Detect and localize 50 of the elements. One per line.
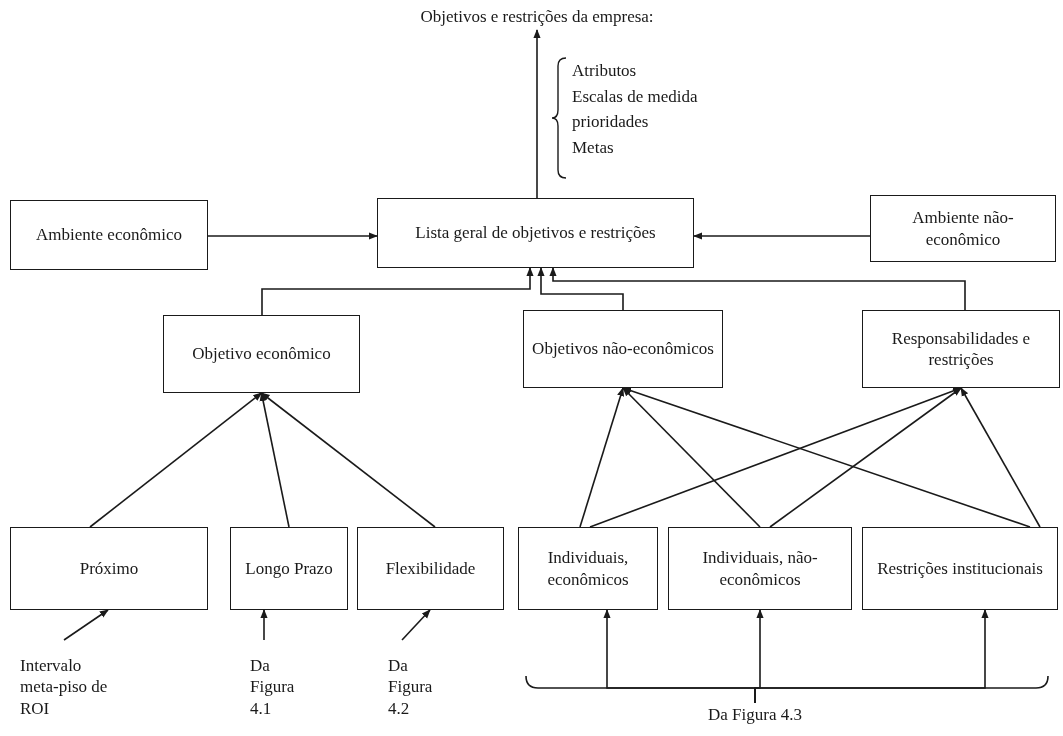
process-box bbox=[10, 527, 208, 610]
node-text: Próximo bbox=[79, 557, 139, 580]
attribute-label: prioridades bbox=[572, 111, 650, 133]
node-text: Responsabilidades e restrições bbox=[890, 327, 1032, 371]
attribute-label: Escalas de medida bbox=[572, 85, 698, 108]
node-text: Intervalo meta-piso de ROI bbox=[20, 655, 109, 719]
arrow bbox=[579, 387, 625, 528]
arrow bbox=[693, 232, 871, 240]
process-box bbox=[377, 198, 694, 268]
node-text: Da Figura 4.1 bbox=[250, 655, 296, 719]
process-box bbox=[523, 310, 723, 388]
node-text: Da Figura 4.2 bbox=[388, 655, 434, 719]
process-box bbox=[862, 310, 1060, 388]
node-text: Flexibilidade bbox=[385, 557, 476, 580]
node-text: Ambiente econômico bbox=[36, 224, 182, 246]
process-box bbox=[10, 200, 208, 270]
node-text: Ambiente não-econômico bbox=[911, 207, 1015, 250]
arrow bbox=[537, 267, 624, 311]
process-box bbox=[668, 527, 852, 610]
arrow bbox=[622, 387, 761, 528]
arrow bbox=[259, 392, 290, 528]
node-text: Individuais, econômicos bbox=[546, 547, 630, 590]
node-text: Da Figura 4.3 bbox=[708, 704, 802, 726]
process-box bbox=[870, 195, 1056, 262]
process-box bbox=[518, 527, 658, 610]
node-text: Objetivos não-econômicos bbox=[532, 338, 714, 360]
node-text: Individuais, não-econômicos bbox=[701, 547, 819, 590]
attribute-label: Atributos bbox=[572, 60, 638, 82]
process-box bbox=[357, 527, 504, 610]
arrow bbox=[533, 29, 541, 199]
process-box bbox=[862, 527, 1058, 610]
arrow bbox=[261, 267, 534, 316]
arrow bbox=[754, 609, 989, 704]
arrow bbox=[260, 609, 268, 641]
process-box bbox=[163, 315, 360, 393]
node-text: Objetivos e restrições da empresa: bbox=[420, 6, 654, 28]
node-text: Lista geral de objetivos e restrições bbox=[415, 222, 656, 244]
node-text: Objetivo econômico bbox=[192, 343, 331, 365]
node-text: Restrições institucionais bbox=[877, 557, 1043, 580]
arrow bbox=[207, 232, 378, 240]
arrow bbox=[549, 267, 966, 311]
arrow bbox=[960, 387, 1041, 528]
arrow bbox=[260, 392, 436, 528]
arrow bbox=[63, 609, 109, 641]
arrow bbox=[89, 392, 263, 528]
node-text: Longo Prazo bbox=[245, 557, 333, 580]
arrow bbox=[401, 609, 431, 641]
arrow bbox=[769, 387, 962, 528]
attribute-label: Metas bbox=[572, 136, 615, 159]
process-box bbox=[230, 527, 348, 610]
